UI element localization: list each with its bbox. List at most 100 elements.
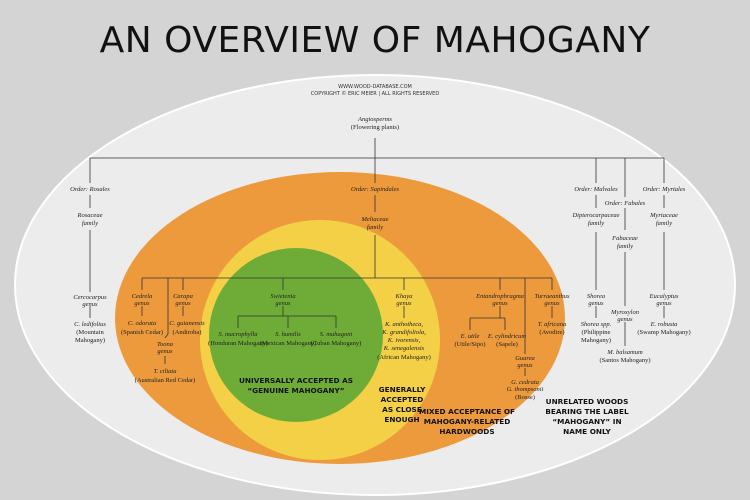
species-c-guianensis: C. guianensis [169, 320, 205, 327]
species-labels: C. ledifolius (Mountain Mahogany) C. odo… [74, 320, 691, 401]
genus-cercocarpus-label: genus [82, 301, 98, 308]
genus-shorea-name: Shorea [587, 293, 605, 300]
species-khaya-3: K. ivorensis, [387, 337, 421, 344]
genus-cedrela-label: genus [134, 300, 150, 307]
page-title: AN OVERVIEW OF MAHOGANY [99, 20, 651, 61]
species-t-ciliata: T. ciliata [154, 368, 177, 375]
family-rosaceae-name: Rosaceae [77, 212, 103, 219]
species-t-africana: T. africana [538, 321, 566, 328]
species-s-mahagoni-common: (Cuban Mahogany) [311, 340, 362, 347]
genus-entandrophragma-name: Entandrophragma [475, 293, 524, 300]
zone-genuine-line-1: UNIVERSALLY ACCEPTED AS [239, 376, 353, 385]
zone-mixed-line-1: MIXED ACCEPTANCE OF [419, 407, 515, 416]
zone-unrelated-line-4: NAME ONLY [563, 427, 611, 436]
zone-unrelated-line-3: “MAHOGANY” IN [552, 417, 621, 426]
genus-carapa-label: genus [175, 300, 191, 307]
genus-cedrela-name: Cedrela [132, 293, 153, 300]
species-s-humilis-common: (Mexican Mahogany) [260, 340, 317, 347]
genuine-zone [209, 248, 383, 422]
genus-eucalyptus-name: Eucalyptus [649, 293, 679, 300]
family-rosaceae-label: family [82, 220, 98, 227]
species-e-cylindricum: E. cylindricum [487, 333, 527, 340]
genus-eucalyptus-label: genus [656, 300, 672, 307]
copyright: COPYRIGHT © ERIC MEIER | ALL RIGHTS RESE… [311, 90, 440, 97]
zone-close-line-4: ENOUGH [384, 415, 419, 424]
zone-close-label: GENERALLY ACCEPTED AS CLOSE ENOUGH [379, 385, 426, 424]
species-guarea-common: (Bosse) [515, 394, 535, 401]
family-meliaceae-name: Meliaceae [360, 216, 388, 223]
genus-myroxylon-label: genus [617, 316, 633, 323]
family-myrtaceae-label: family [656, 220, 672, 227]
family-fabaceae-label: family [617, 243, 633, 250]
zone-mixed-label: MIXED ACCEPTANCE OF MAHOGANY-RELATED HAR… [419, 407, 515, 436]
family-myrtaceae-name: Myrtaceae [649, 212, 678, 219]
family-fabaceae-name: Fabaceae [611, 235, 638, 242]
zone-mixed-line-3: HARDWOODS [439, 427, 494, 436]
order-sapindales: Order: Sapindales [351, 186, 399, 193]
genus-cercocarpus-name: Cercocarpus [73, 294, 107, 301]
genus-turraeanthus-name: Turraeanthus [534, 293, 570, 300]
species-g-thompsonii: G. thompsonii [507, 386, 544, 393]
genus-turraeanthus-label: genus [544, 300, 560, 307]
zone-unrelated-line-1: UNRELATED WOODS [546, 397, 629, 406]
genus-khaya-label: genus [396, 300, 412, 307]
zone-close-line-1: GENERALLY [379, 385, 426, 394]
genus-labels: Cercocarpus genus Cedrela genus Carapa g… [73, 293, 679, 369]
genus-guarea-name: Guarea [515, 355, 535, 362]
zone-genuine-label: UNIVERSALLY ACCEPTED AS “GENUINE MAHOGAN… [239, 376, 353, 395]
tree-lines [89, 138, 665, 376]
family-dipterocarpaceae-label: family [588, 220, 604, 227]
order-rosales: Order: Rosales [70, 186, 110, 193]
genus-shorea-label: genus [588, 300, 604, 307]
species-m-balsamum-common: (Santos Mahogany) [599, 357, 650, 364]
species-shorea-common: (Philippine [582, 329, 611, 336]
order-myrtales: Order: Myrtales [643, 186, 686, 193]
genus-toona-name: Toona [157, 341, 173, 348]
species-khaya-common: (African Mahogany) [377, 354, 431, 361]
species-e-utile: E. utile [460, 333, 480, 340]
genus-swietenia-name: Swietenia [270, 293, 295, 300]
root-name: Angiosperms [357, 116, 392, 123]
genus-carapa-name: Carapa [173, 293, 193, 300]
zone-close-line-2: ACCEPTED [381, 395, 424, 404]
species-e-robusta-common: (Swamp Mahogany) [637, 329, 690, 336]
species-e-robusta: E. robusta [650, 321, 678, 328]
species-shorea: Shorea spp. [581, 321, 612, 328]
genus-guarea-label: genus [517, 362, 533, 369]
species-t-africana-common: (Avodire) [539, 329, 564, 336]
species-khaya-4: K. senegalensis [383, 345, 425, 352]
species-shorea-common-2: Mahogany) [581, 337, 611, 344]
order-malvales: Order: Malvales [574, 186, 618, 193]
species-g-cedrata: G. cedrata [511, 379, 539, 386]
species-t-ciliata-common: (Australian Red Cedar) [135, 377, 196, 384]
species-c-ledifolius-common: (Mountain [76, 329, 104, 336]
species-c-ledifolius: C. ledifolius [74, 321, 106, 328]
species-s-mahagoni: S. mahagoni [320, 331, 353, 338]
species-c-ledifolius-common-2: Mahogany) [75, 337, 105, 344]
family-dipterocarpaceae-name: Dipterocarpaceae [571, 212, 619, 219]
zone-genuine-line-2: “GENUINE MAHOGANY” [247, 386, 344, 395]
species-s-macrophylla-common: (Honduran Mahogany) [208, 340, 268, 347]
species-m-balsamum: M. balsamum [606, 349, 643, 356]
species-e-cylindricum-common: (Sapele) [496, 341, 518, 348]
species-s-macrophylla: S. macrophylla [218, 331, 257, 338]
zone-unrelated-label: UNRELATED WOODS BEARING THE LABEL “MAHOG… [545, 397, 629, 436]
species-c-odorata-common: (Spanish Cedar) [121, 329, 163, 336]
genus-entandrophragma-label: genus [492, 300, 508, 307]
genus-toona-label: genus [157, 348, 173, 355]
order-fabales: Order: Fabales [605, 200, 646, 207]
zone-unrelated-line-2: BEARING THE LABEL [545, 407, 629, 416]
genus-khaya-name: Khaya [395, 293, 413, 300]
zone-mixed-line-2: MAHOGANY-RELATED [424, 417, 511, 426]
species-c-guianensis-common: (Andiroba) [173, 329, 202, 336]
site-url: WWW.WOOD-DATABASE.COM [338, 84, 412, 90]
genus-swietenia-label: genus [275, 300, 291, 307]
species-c-odorata: C. odorata [128, 320, 156, 327]
genus-myroxylon-name: Myroxylon [610, 309, 639, 316]
species-khaya-1: K. anthotheca, [384, 321, 423, 328]
species-s-humilis: S. humilis [275, 331, 301, 338]
species-khaya-2: K. grandifoliola, [381, 329, 426, 336]
species-e-utile-common: (Utile/Sipo) [454, 341, 485, 348]
zone-close-line-3: AS CLOSE [382, 405, 422, 414]
